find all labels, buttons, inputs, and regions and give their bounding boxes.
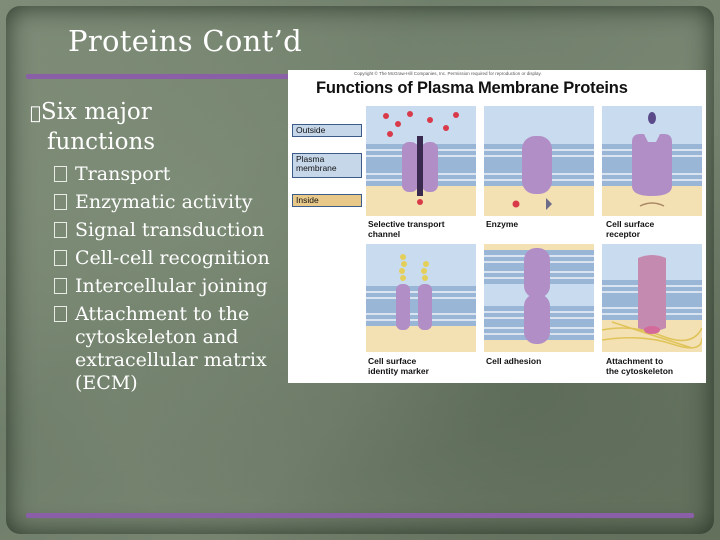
bullet-box-icon <box>54 278 67 294</box>
bullet-box-icon <box>54 194 67 210</box>
sub-bullet-text: Intercellular joining <box>75 275 268 297</box>
bullet-box-icon <box>54 306 67 322</box>
panel-enzyme <box>484 106 594 216</box>
legend-membrane-line1: Plasma <box>296 154 325 164</box>
panel-adhesion <box>484 244 594 352</box>
caption-transport-line2: channel <box>368 228 401 239</box>
caption-identity-line1: Cell surface <box>368 356 417 366</box>
caption-receptor-line1: Cell surface <box>606 219 655 229</box>
footer-rule <box>26 513 694 518</box>
bullet-box-icon <box>54 222 67 238</box>
sub-bullet-item: Intercellular joining <box>54 275 280 298</box>
legend-membrane-line2: membrane <box>296 163 337 173</box>
cytoskeleton-diagram <box>602 244 702 352</box>
slide-title: Proteins Cont’d <box>68 24 302 58</box>
caption-enzyme: Enzyme <box>486 219 519 229</box>
sub-bullet-list: Transport Enzymatic activity Signal tran… <box>54 163 280 400</box>
legend-inside: Inside <box>292 194 362 207</box>
sub-bullet-text: Cell-cell recognition <box>75 247 270 269</box>
sub-bullet-item: Cell-cell recognition <box>54 247 280 270</box>
transport-channel-diagram <box>366 106 476 216</box>
panel-identity <box>366 244 476 352</box>
membrane-proteins-figure: Copyright © The McGraw-Hill Companies, I… <box>288 70 706 383</box>
caption-transport-line1: Selective transport <box>368 219 445 229</box>
caption-transport: Selective transport channel <box>368 219 445 239</box>
sub-bullet-text: Transport <box>75 163 171 185</box>
caption-cytoskeleton-line1: Attachment to <box>606 356 664 366</box>
legend-outside: Outside <box>292 124 362 137</box>
identity-marker-diagram <box>366 244 476 352</box>
sub-bullet-text: Attachment to the cytoskeleton and extra… <box>75 303 267 394</box>
sub-bullet-text: Enzymatic activity <box>75 191 253 213</box>
main-bullet-text-line1: Six major <box>30 99 152 125</box>
bullet-box-icon <box>54 166 67 182</box>
main-bullet-text-line2: functions <box>47 129 156 155</box>
main-bullet: Six major functions <box>30 98 280 157</box>
bullet-box-icon <box>54 250 67 266</box>
caption-receptor: Cell surface receptor <box>606 219 655 239</box>
sub-bullet-item: Enzymatic activity <box>54 191 280 214</box>
panel-cytoskeleton <box>602 244 706 352</box>
caption-receptor-line2: receptor <box>606 228 641 239</box>
cell-adhesion-diagram <box>484 244 594 352</box>
figure-copyright: Copyright © The McGraw-Hill Companies, I… <box>354 71 542 76</box>
caption-identity-line2: identity marker <box>368 365 429 376</box>
figure-title: Functions of Plasma Membrane Proteins <box>316 79 628 97</box>
receptor-diagram <box>602 106 702 216</box>
caption-cytoskeleton: Attachment to the cytoskeleton <box>606 356 674 376</box>
enzyme-diagram <box>484 106 594 216</box>
main-bullet-glyph:  <box>30 103 41 124</box>
caption-identity: Cell surface identity marker <box>368 356 429 376</box>
legend-membrane: Plasma membrane <box>292 153 362 178</box>
sub-bullet-item: Attachment to the cytoskeleton and extra… <box>54 303 280 395</box>
sub-bullet-text: Signal transduction <box>75 219 265 241</box>
sub-bullet-item: Signal transduction <box>54 219 280 242</box>
sub-bullet-item: Transport <box>54 163 280 186</box>
caption-cytoskeleton-line2: the cytoskeleton <box>606 365 674 376</box>
caption-adhesion: Cell adhesion <box>486 356 542 366</box>
title-underline <box>26 74 312 79</box>
panel-receptor <box>602 106 706 216</box>
panel-transport <box>366 106 476 216</box>
